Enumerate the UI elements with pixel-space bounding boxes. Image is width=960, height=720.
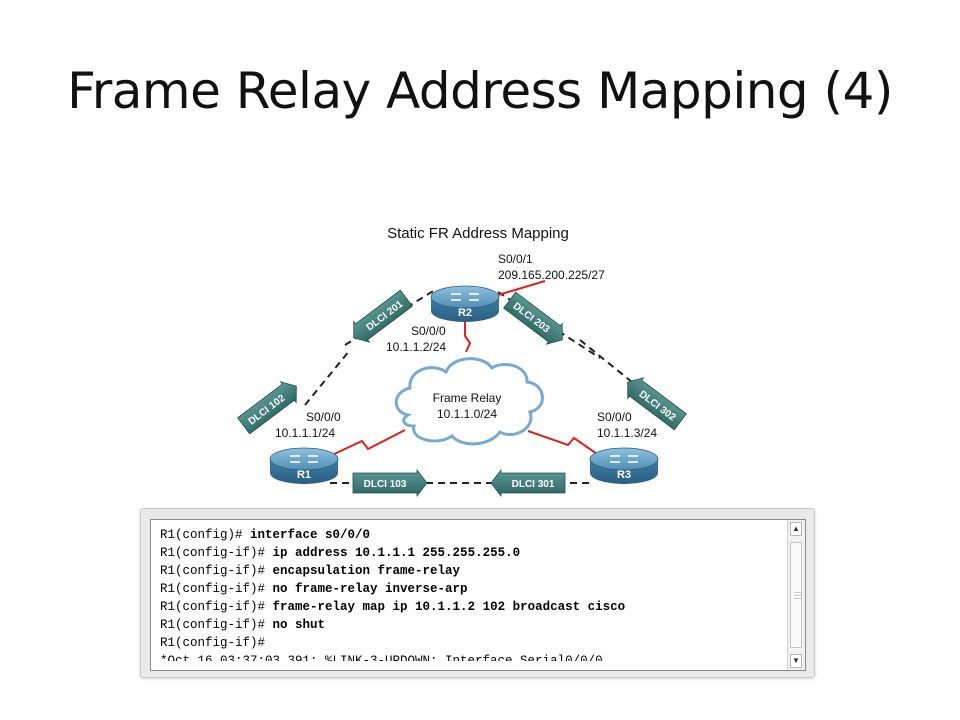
router-arrows-icon <box>451 293 479 301</box>
serial-r1-cloud <box>329 429 406 457</box>
terminal-line: R1(config-if)# no shut <box>160 616 770 634</box>
dlci-arrow-shape <box>503 291 563 345</box>
cloud-label: Frame Relay <box>433 391 502 405</box>
terminal-command: interface s0/0/0 <box>250 528 371 542</box>
r1-ip: 10.1.1.1/24 <box>275 426 335 440</box>
pvc-r1-r2-lower <box>304 349 351 406</box>
terminal-command: frame-relay map ip 10.1.1.2 102 broadcas… <box>272 600 626 614</box>
router-r2-name: R2 <box>458 307 472 319</box>
serial-r2-wan <box>497 280 546 296</box>
r2-ip: 10.1.1.2/24 <box>386 340 446 354</box>
serial-r3-cloud <box>527 430 601 457</box>
router-r3-name: R3 <box>617 469 631 481</box>
terminal-command: no frame-relay inverse-arp <box>272 582 468 596</box>
terminal-line: R1(config-if)# encapsulation frame-relay <box>160 562 770 580</box>
terminal-line: R1(config)# interface s0/0/0 <box>160 526 770 544</box>
scroll-thumb[interactable]: ——— <box>790 542 802 648</box>
terminal-prompt: R1(config-if)# <box>160 618 273 632</box>
router-r1-name: R1 <box>297 469 311 481</box>
terminal-prompt: R1(config-if)# <box>160 636 266 650</box>
dlci-arrow-shape <box>237 381 297 435</box>
terminal-command: encapsulation frame-relay <box>272 564 461 578</box>
r1-interface: S0/0/0 <box>306 410 341 424</box>
dlci-arrow-r1-to-r3: DLCI 103 <box>352 468 428 498</box>
terminal-line: R1(config-if)# ip address 10.1.1.1 255.2… <box>160 544 770 562</box>
terminal-line: R1(config-if)# frame-relay map ip 10.1.1… <box>160 598 770 616</box>
dlci-arrow-r2-to-r3: DLCI 203 <box>503 291 563 345</box>
terminal-scrollbar[interactable]: ▲ ——— ▼ <box>787 520 805 670</box>
r2-wan-ip: 209.165.200.225/27 <box>498 268 605 282</box>
router-arrows-icon <box>610 455 638 463</box>
serial-links <box>329 280 601 457</box>
dlci-label: DLCI 103 <box>364 479 407 490</box>
grip-icon: ——— <box>794 589 801 602</box>
dlci-arrow-shape <box>353 289 413 343</box>
terminal-command: ip address 10.1.1.1 255.255.255.0 <box>272 546 521 560</box>
terminal-line: R1(config-if)# <box>160 634 770 652</box>
r3-ip: 10.1.1.3/24 <box>597 426 657 440</box>
dlci-label: DLCI 301 <box>512 479 555 490</box>
terminal-prompt: R1(config-if)# <box>160 600 273 614</box>
dlci-arrow-shape <box>627 377 687 431</box>
terminal-prompt: R1(config-if)# <box>160 564 273 578</box>
diagram-title: Static FR Address Mapping <box>387 225 569 242</box>
scroll-down-icon[interactable]: ▼ <box>790 654 802 668</box>
router-r1[interactable]: R1 <box>269 447 339 484</box>
terminal-command: no shut <box>272 618 326 632</box>
frame-relay-cloud: Frame Relay 10.1.1.0/24 <box>394 357 544 446</box>
terminal-prompt: R1(config-if)# <box>160 582 273 596</box>
router-arrows-icon <box>290 455 318 463</box>
scroll-up-icon[interactable]: ▲ <box>790 522 802 536</box>
terminal-prompt: R1(config)# <box>160 528 251 542</box>
r2-interface: S0/0/0 <box>411 324 446 338</box>
dlci-arrow-shape <box>352 468 428 498</box>
terminal-prompt: R1(config-if)# <box>160 546 273 560</box>
terminal-partial-line: *Oct 16 03:37:03.391: %LINK-3-UPDOWN: In… <box>160 654 603 661</box>
router-r2[interactable]: R2 <box>430 285 500 322</box>
router-r3[interactable]: R3 <box>589 447 659 484</box>
dlci-arrow-r3-to-r1: DLCI 301 <box>490 468 566 498</box>
r2-wan-interface: S0/0/1 <box>498 252 533 266</box>
serial-r2-cloud <box>464 320 472 353</box>
cloud-subnet: 10.1.1.0/24 <box>437 407 497 421</box>
slide-title: Frame Relay Address Mapping (4) <box>67 62 893 120</box>
r3-interface: S0/0/0 <box>597 410 632 424</box>
dlci-arrow-shape <box>490 468 566 498</box>
terminal-line: R1(config-if)# no frame-relay inverse-ar… <box>160 580 770 598</box>
